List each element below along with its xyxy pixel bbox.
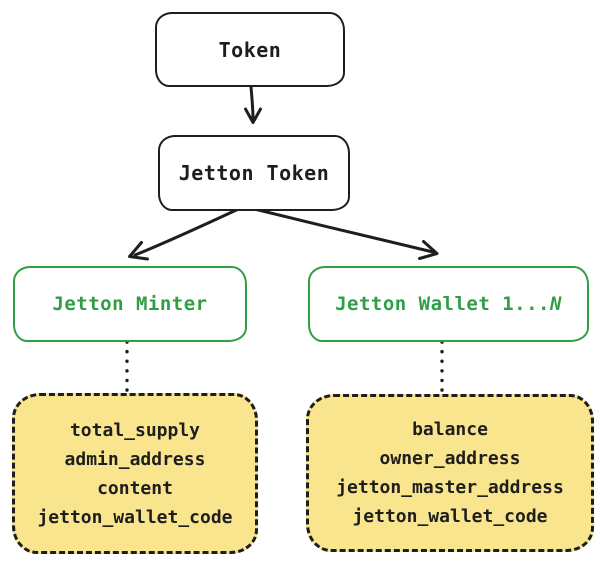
node-jetton-token: Jetton Token	[158, 135, 350, 211]
attribute-line: admin_address	[64, 448, 206, 470]
node-jetton-wallet-label-suffix: N	[549, 293, 562, 315]
minter-attributes-box: total_supply admin_address content jetto…	[12, 393, 258, 554]
attribute-line: jetton_master_address	[336, 477, 564, 498]
node-jetton-token-label: Jetton Token	[178, 161, 330, 185]
attribute-line: jetton_wallet_code	[352, 506, 548, 527]
attribute-line: jetton_wallet_code	[37, 506, 233, 528]
attribute-line: total_supply	[69, 419, 201, 441]
attribute-line: owner_address	[379, 448, 521, 469]
attribute-line: balance	[412, 419, 488, 440]
arrow-jetton-token-to-minter	[128, 205, 245, 261]
node-token: Token	[155, 12, 345, 87]
node-jetton-wallet-label: Jetton Wallet 1...	[335, 293, 550, 315]
node-jetton-minter: Jetton Minter	[13, 266, 247, 342]
arrow-token-to-jetton-token	[244, 85, 262, 124]
wallet-attributes-box: balance owner_address jetton_master_addr…	[306, 394, 594, 552]
attribute-line: content	[97, 477, 173, 499]
node-jetton-wallet: Jetton Wallet 1...N	[308, 266, 589, 342]
arrow-jetton-token-to-wallet	[248, 206, 439, 260]
node-token-label: Token	[218, 37, 282, 62]
node-jetton-minter-label: Jetton Minter	[52, 293, 208, 315]
